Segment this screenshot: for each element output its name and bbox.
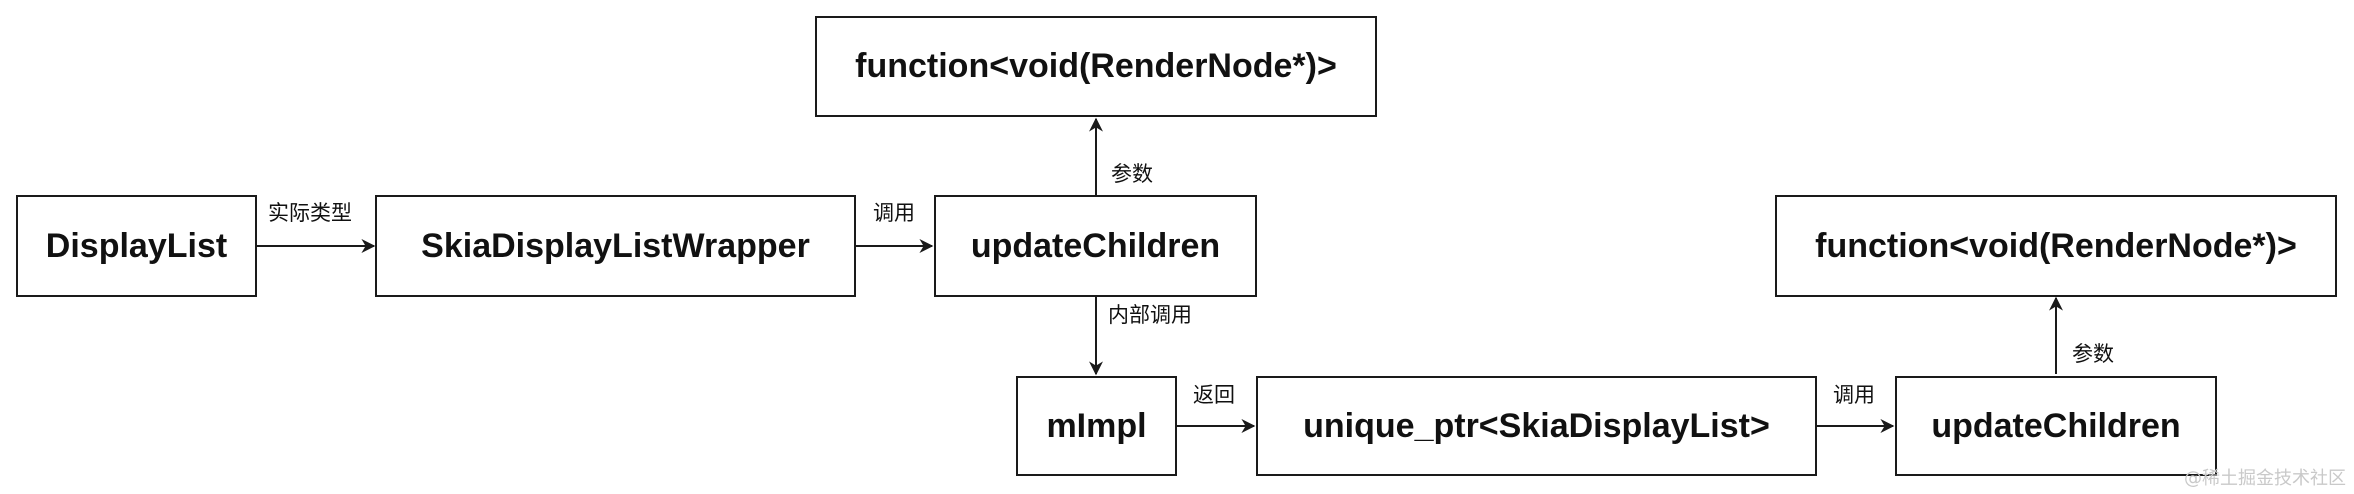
edge-label-param-2: 参数 [2072,342,2114,366]
edge-label-internal-call: 内部调用 [1108,303,1192,327]
edge-label-call-2: 调用 [1833,383,1875,407]
node-updatechildren-1-label: updateChildren [970,226,1221,265]
node-unique-ptr: unique_ptr<SkiaDisplayList> [1256,376,1817,476]
node-displaylist: DisplayList [16,195,257,297]
node-skia-displaylist-wrapper-label: SkiaDisplayListWrapper [421,226,810,265]
edge-label-actual-type: 实际类型 [268,201,352,225]
node-updatechildren-1: updateChildren [934,195,1257,297]
node-mimpl-label: mImpl [1046,406,1147,445]
node-function-void-2: function<void(RenderNode*)> [1775,195,2337,297]
node-function-void-2-label: function<void(RenderNode*)> [1815,226,2297,265]
node-updatechildren-2-label: updateChildren [1931,406,2181,445]
edge-label-call-1: 调用 [873,201,915,225]
node-displaylist-label: DisplayList [45,226,228,265]
edge-label-param-1: 参数 [1111,162,1153,186]
node-skia-displaylist-wrapper: SkiaDisplayListWrapper [375,195,856,297]
edge-label-returns: 返回 [1193,383,1235,407]
node-mimpl: mImpl [1016,376,1177,476]
node-function-void-1: function<void(RenderNode*)> [815,16,1377,117]
node-function-void-1-label: function<void(RenderNode*)> [855,47,1337,85]
node-unique-ptr-label: unique_ptr<SkiaDisplayList> [1303,406,1770,445]
watermark-text: @稀土掘金技术社区 [2184,468,2346,489]
node-updatechildren-2: updateChildren [1895,376,2217,476]
